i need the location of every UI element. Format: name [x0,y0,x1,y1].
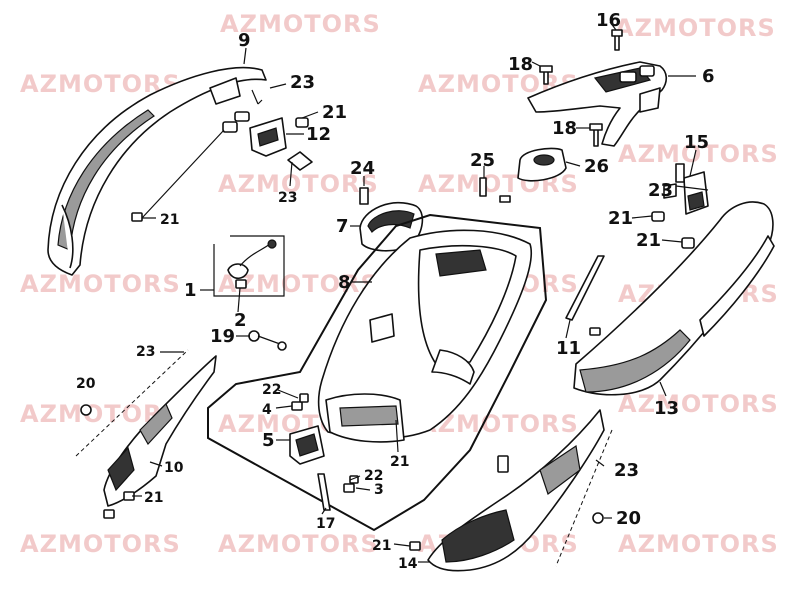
part-bolt-19 [248,330,287,351]
assembly-frame [207,213,548,532]
watermark-text: AZMOTORS [20,270,181,298]
callout-label: 23 [290,72,315,93]
callout-label: 10 [164,460,184,476]
callout-label: 18 [552,118,577,139]
callout-label: 21 [322,102,347,123]
callout-label: 21 [372,538,391,554]
callout-label: 17 [316,516,335,532]
callout-label: 12 [306,124,331,145]
callout-label: 23 [136,344,155,360]
callout-label: 19 [210,326,235,347]
watermark-text: AZMOTORS [220,10,381,38]
watermark-text: AZMOTORS [218,530,379,558]
callout-label: 21 [608,208,633,229]
part-rear-carrier [527,61,668,147]
part-side-panel-right [409,409,613,572]
callout-label: 14 [398,556,418,572]
part-lid-7 [359,187,424,252]
callout-label: 26 [584,156,609,177]
clip-parts-upper-left [131,89,313,222]
part-side-cover-right [573,201,775,396]
callout-label: 20 [616,508,641,529]
callout-labels: 9 23 21 12 23 21 16 18 6 18 24 25 26 15 … [76,10,715,572]
callout-label: 2 [234,310,247,331]
callout-label: 21 [144,490,163,506]
callout-label: 21 [390,454,409,470]
watermark-text: AZMOTORS [618,390,779,418]
part-latch-5 [289,393,359,511]
callout-label: 21 [636,230,661,251]
callout-label: 25 [470,150,495,171]
callout-label: 6 [702,66,715,87]
bolt-parts-top [539,29,623,147]
callout-label: 21 [160,212,179,228]
part-bracket-12 [249,117,287,157]
leader-lines [132,21,709,563]
callout-label: 24 [350,158,375,179]
callout-label: 23 [648,180,673,201]
callout-label: 16 [596,10,621,31]
callout-label: 22 [262,382,281,398]
watermark-text: AZMOTORS [615,14,776,42]
part-rear-cowl-left [47,66,267,276]
watermark-text: AZMOTORS [20,530,181,558]
callout-label: 22 [364,468,383,484]
callout-label: 15 [684,132,709,153]
part-rod-11 [565,255,605,336]
watermark-text: AZMOTORS [618,530,779,558]
callout-label: 7 [336,216,349,237]
callout-label: 18 [508,54,533,75]
callout-label: 5 [262,430,275,451]
callout-label: 13 [654,398,679,419]
callout-label: 8 [338,272,351,293]
watermark-text: AZMOTORS [218,170,379,198]
callout-label: 23 [278,190,297,206]
callout-label: 4 [262,402,272,418]
callout-label: 11 [556,338,581,359]
callout-label: 9 [238,30,251,51]
callout-label: 3 [374,482,384,498]
callout-label: 20 [76,376,96,392]
part-harness-1 [213,235,285,297]
watermark-text: AZMOTORS [618,140,779,168]
callout-label: 1 [184,280,197,301]
part-bracket-15 [651,163,709,249]
callout-label: 23 [614,460,639,481]
